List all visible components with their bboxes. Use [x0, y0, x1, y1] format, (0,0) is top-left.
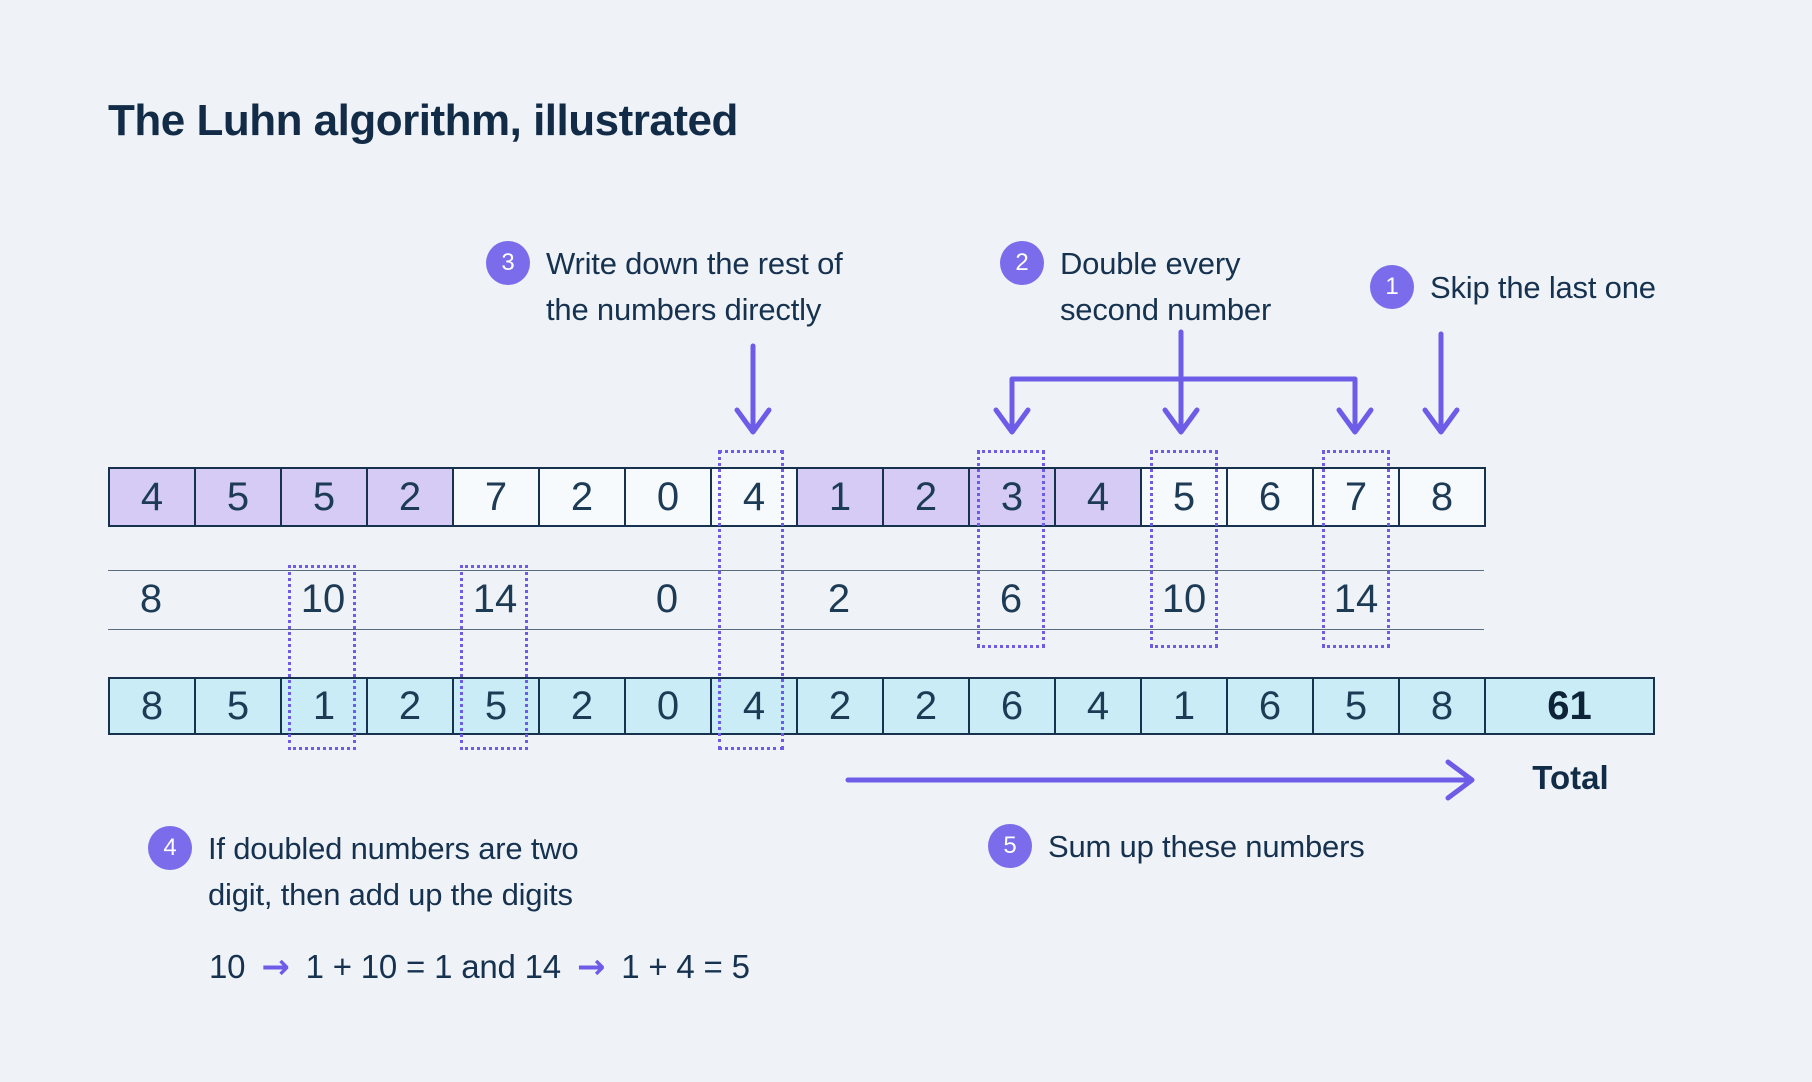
step3-down-arrow [734, 343, 772, 435]
result-row: 8 5 1 2 5 2 0 4 2 2 6 4 1 6 5 8 61 [108, 677, 1655, 735]
step-5-badge: 5 [988, 824, 1032, 868]
example-tail-text: 1 + 4 = 5 [621, 948, 750, 985]
digit-cell: 2 [538, 467, 626, 527]
dotted-highlight-box [977, 450, 1045, 648]
doubled-value: 2 [827, 577, 851, 621]
digit-cell: 5 [280, 467, 368, 527]
step-1-annotation: 1 Skip the last one [1370, 265, 1656, 311]
digit-sum-example: 10 → 1 + 10 = 1 and 14 → 1 + 4 = 5 [209, 948, 750, 986]
page-title: The Luhn algorithm, illustrated [108, 96, 738, 145]
result-cell: 8 [108, 677, 196, 735]
result-cell: 2 [882, 677, 970, 735]
digit-cell: 5 [194, 467, 282, 527]
digit-cell: 1 [796, 467, 884, 527]
doubled-value: 14 [472, 577, 518, 621]
digit-cell: 6 [1226, 467, 1314, 527]
result-cell: 4 [1054, 677, 1142, 735]
step-1-label: Skip the last one [1430, 270, 1656, 305]
result-cell: 2 [796, 677, 884, 735]
doubled-value: 14 [1333, 577, 1379, 621]
result-cell: 2 [366, 677, 454, 735]
digit-cell: 8 [1398, 467, 1486, 527]
step-5-label: Sum up these numbers [1048, 829, 1365, 864]
sum-right-arrow [845, 759, 1475, 801]
doubled-value: 10 [1161, 577, 1207, 621]
step-2-annotation: 2 Double every second number [1000, 241, 1295, 333]
digit-cell: 5 [1140, 467, 1228, 527]
result-cell: 6 [1226, 677, 1314, 735]
card-number-row: 4 5 5 2 7 2 0 4 1 2 3 4 5 6 7 8 [108, 467, 1486, 527]
digit-cell: 2 [882, 467, 970, 527]
step-3-badge: 3 [486, 241, 530, 285]
doubled-value: 8 [139, 577, 163, 621]
step-4-label: If doubled numbers are two digit, then a… [208, 831, 579, 912]
step1-down-arrow [1422, 331, 1460, 435]
result-cell: 1 [1140, 677, 1228, 735]
doubled-values-row: 8 10 14 0 2 6 10 14 [108, 570, 1484, 630]
dotted-highlight-box [460, 565, 528, 750]
example-lead-value: 10 [209, 948, 246, 985]
digit-cell: 7 [452, 467, 540, 527]
step-4-badge: 4 [148, 826, 192, 870]
doubled-value: 6 [999, 577, 1023, 621]
dotted-highlight-box [1150, 450, 1218, 648]
step-1-badge: 1 [1370, 265, 1414, 309]
result-cell: 5 [194, 677, 282, 735]
result-cell: 5 [1312, 677, 1400, 735]
dotted-highlight-box [1322, 450, 1390, 648]
digit-cell: 3 [968, 467, 1056, 527]
total-label: Total [1532, 759, 1609, 796]
result-cell: 8 [1398, 677, 1486, 735]
example-mid-text: 1 + 10 = 1 and 14 [305, 948, 562, 985]
digit-cell: 4 [1054, 467, 1142, 527]
step-5-annotation: 5 Sum up these numbers [988, 824, 1365, 870]
digit-cell: 2 [366, 467, 454, 527]
doubled-value: 10 [300, 577, 346, 621]
result-cell: 2 [538, 677, 626, 735]
digit-cell: 4 [108, 467, 196, 527]
step-4-annotation: 4 If doubled numbers are two digit, then… [148, 826, 608, 918]
step-3-annotation: 3 Write down the rest of the numbers dir… [486, 241, 866, 333]
step2-branch-arrows [993, 329, 1374, 435]
dotted-highlight-box [288, 565, 356, 750]
digit-cell: 0 [624, 467, 712, 527]
right-arrow-icon: → [576, 947, 606, 987]
result-cell: 0 [624, 677, 712, 735]
step-3-label: Write down the rest of the numbers direc… [546, 246, 843, 327]
total-cell: 61 [1484, 677, 1655, 735]
right-arrow-icon: → [261, 947, 290, 987]
result-cell: 6 [968, 677, 1056, 735]
doubled-value: 0 [655, 577, 679, 621]
step-2-badge: 2 [1000, 241, 1044, 285]
step-2-label: Double every second number [1060, 246, 1272, 327]
dotted-highlight-box [718, 450, 784, 750]
